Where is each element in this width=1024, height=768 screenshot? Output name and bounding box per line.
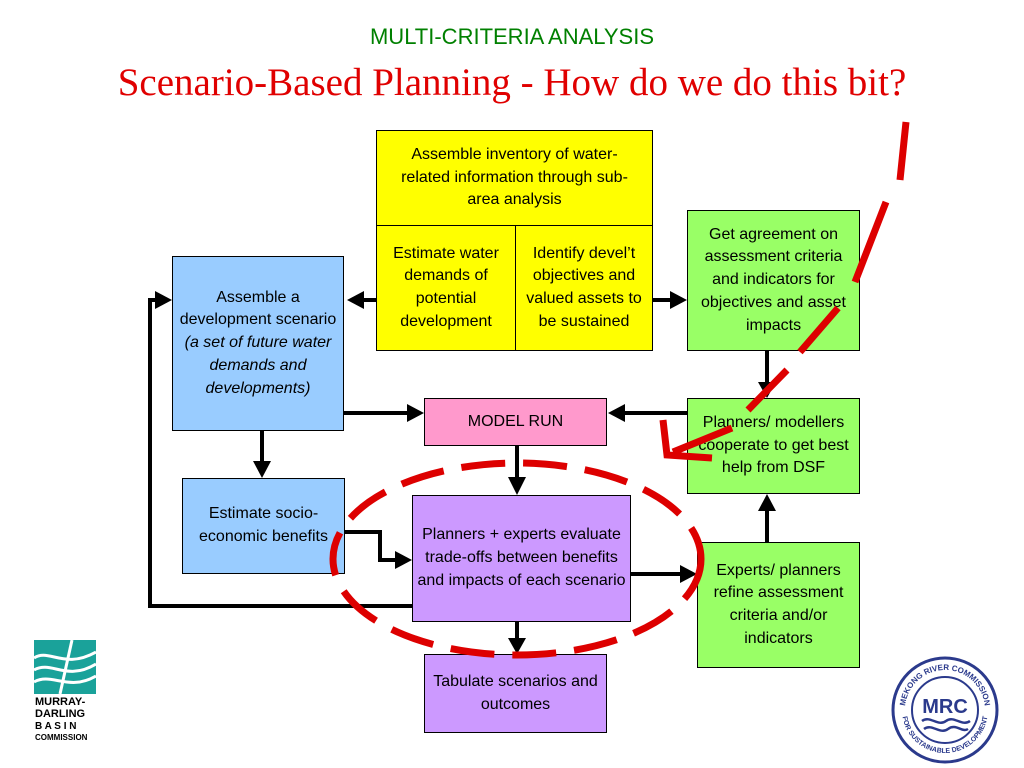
slide-title: Scenario-Based Planning - How do we do t… — [117, 61, 907, 104]
estimate-socio-text: Estimate socio-economic benefits — [199, 505, 328, 545]
assemble-scenario-note: (a set of future water demands and devel… — [184, 334, 332, 397]
svg-text:COMMISSION: COMMISSION — [35, 733, 88, 742]
assemble-scenario-text: Assemble a development scenario — [179, 288, 337, 329]
arrow-socio-to-planners — [345, 530, 396, 562]
mrc-logo: MEKONG RIVER COMMISSION FOR SUSTAINABLE … — [891, 656, 999, 764]
annotation-dash-4 — [745, 367, 790, 413]
planners-modellers-text: Planners/ modellers cooperate to get bes… — [698, 413, 849, 477]
assemble-inventory-box: Assemble inventory of water-related info… — [376, 130, 653, 226]
estimate-water-demands-box: Estimate water demands of potential deve… — [376, 225, 516, 351]
identify-objectives-box: Identify devel’t objectives and valued a… — [515, 225, 653, 351]
svg-text:DARLING: DARLING — [35, 708, 85, 720]
planners-experts-text: Planners + experts evaluate trade-offs b… — [417, 526, 626, 589]
estimate-water-demands-text: Estimate water demands of potential deve… — [393, 244, 499, 330]
annotation-dash-2 — [851, 200, 890, 284]
planners-experts-box: Planners + experts evaluate trade-offs b… — [412, 495, 631, 622]
model-run-box: MODEL RUN — [424, 398, 607, 446]
model-run-text: MODEL RUN — [467, 412, 564, 430]
identify-objectives-text: Identify devel’t objectives and valued a… — [526, 244, 642, 330]
experts-planners-box: Experts/ planners refine assessment crit… — [697, 542, 860, 668]
annotation-dash-5 — [671, 424, 734, 456]
arrow-feedback-loop — [148, 298, 412, 608]
svg-text:B A S I N: B A S I N — [35, 721, 76, 732]
annotation-dash-1 — [896, 121, 910, 181]
planners-modellers-box: Planners/ modellers cooperate to get bes… — [687, 398, 860, 494]
tabulate-box: Tabulate scenarios and outcomes — [424, 654, 607, 733]
assemble-scenario-box: Assemble a development scenario (a set o… — [172, 256, 344, 431]
annotation-hook — [659, 419, 713, 462]
estimate-socio-box: Estimate socio-economic benefits — [182, 478, 345, 574]
get-agreement-box: Get agreement on assessment criteria and… — [687, 210, 860, 351]
annotation-dash-3 — [797, 305, 841, 355]
experts-planners-text: Experts/ planners refine assessment crit… — [713, 561, 844, 647]
assemble-inventory-text: Assemble inventory of water-related info… — [401, 145, 628, 209]
svg-text:MRC: MRC — [922, 696, 968, 718]
tabulate-text: Tabulate scenarios and outcomes — [433, 672, 598, 713]
annotation-ellipse — [329, 459, 705, 659]
slide-subtitle: MULTI-CRITERIA ANALYSIS — [369, 24, 655, 49]
svg-text:MURRAY-: MURRAY- — [35, 696, 86, 708]
murray-darling-logo: MURRAY- DARLING B A S I N COMMISSION — [34, 640, 96, 742]
get-agreement-text: Get agreement on assessment criteria and… — [701, 225, 846, 334]
